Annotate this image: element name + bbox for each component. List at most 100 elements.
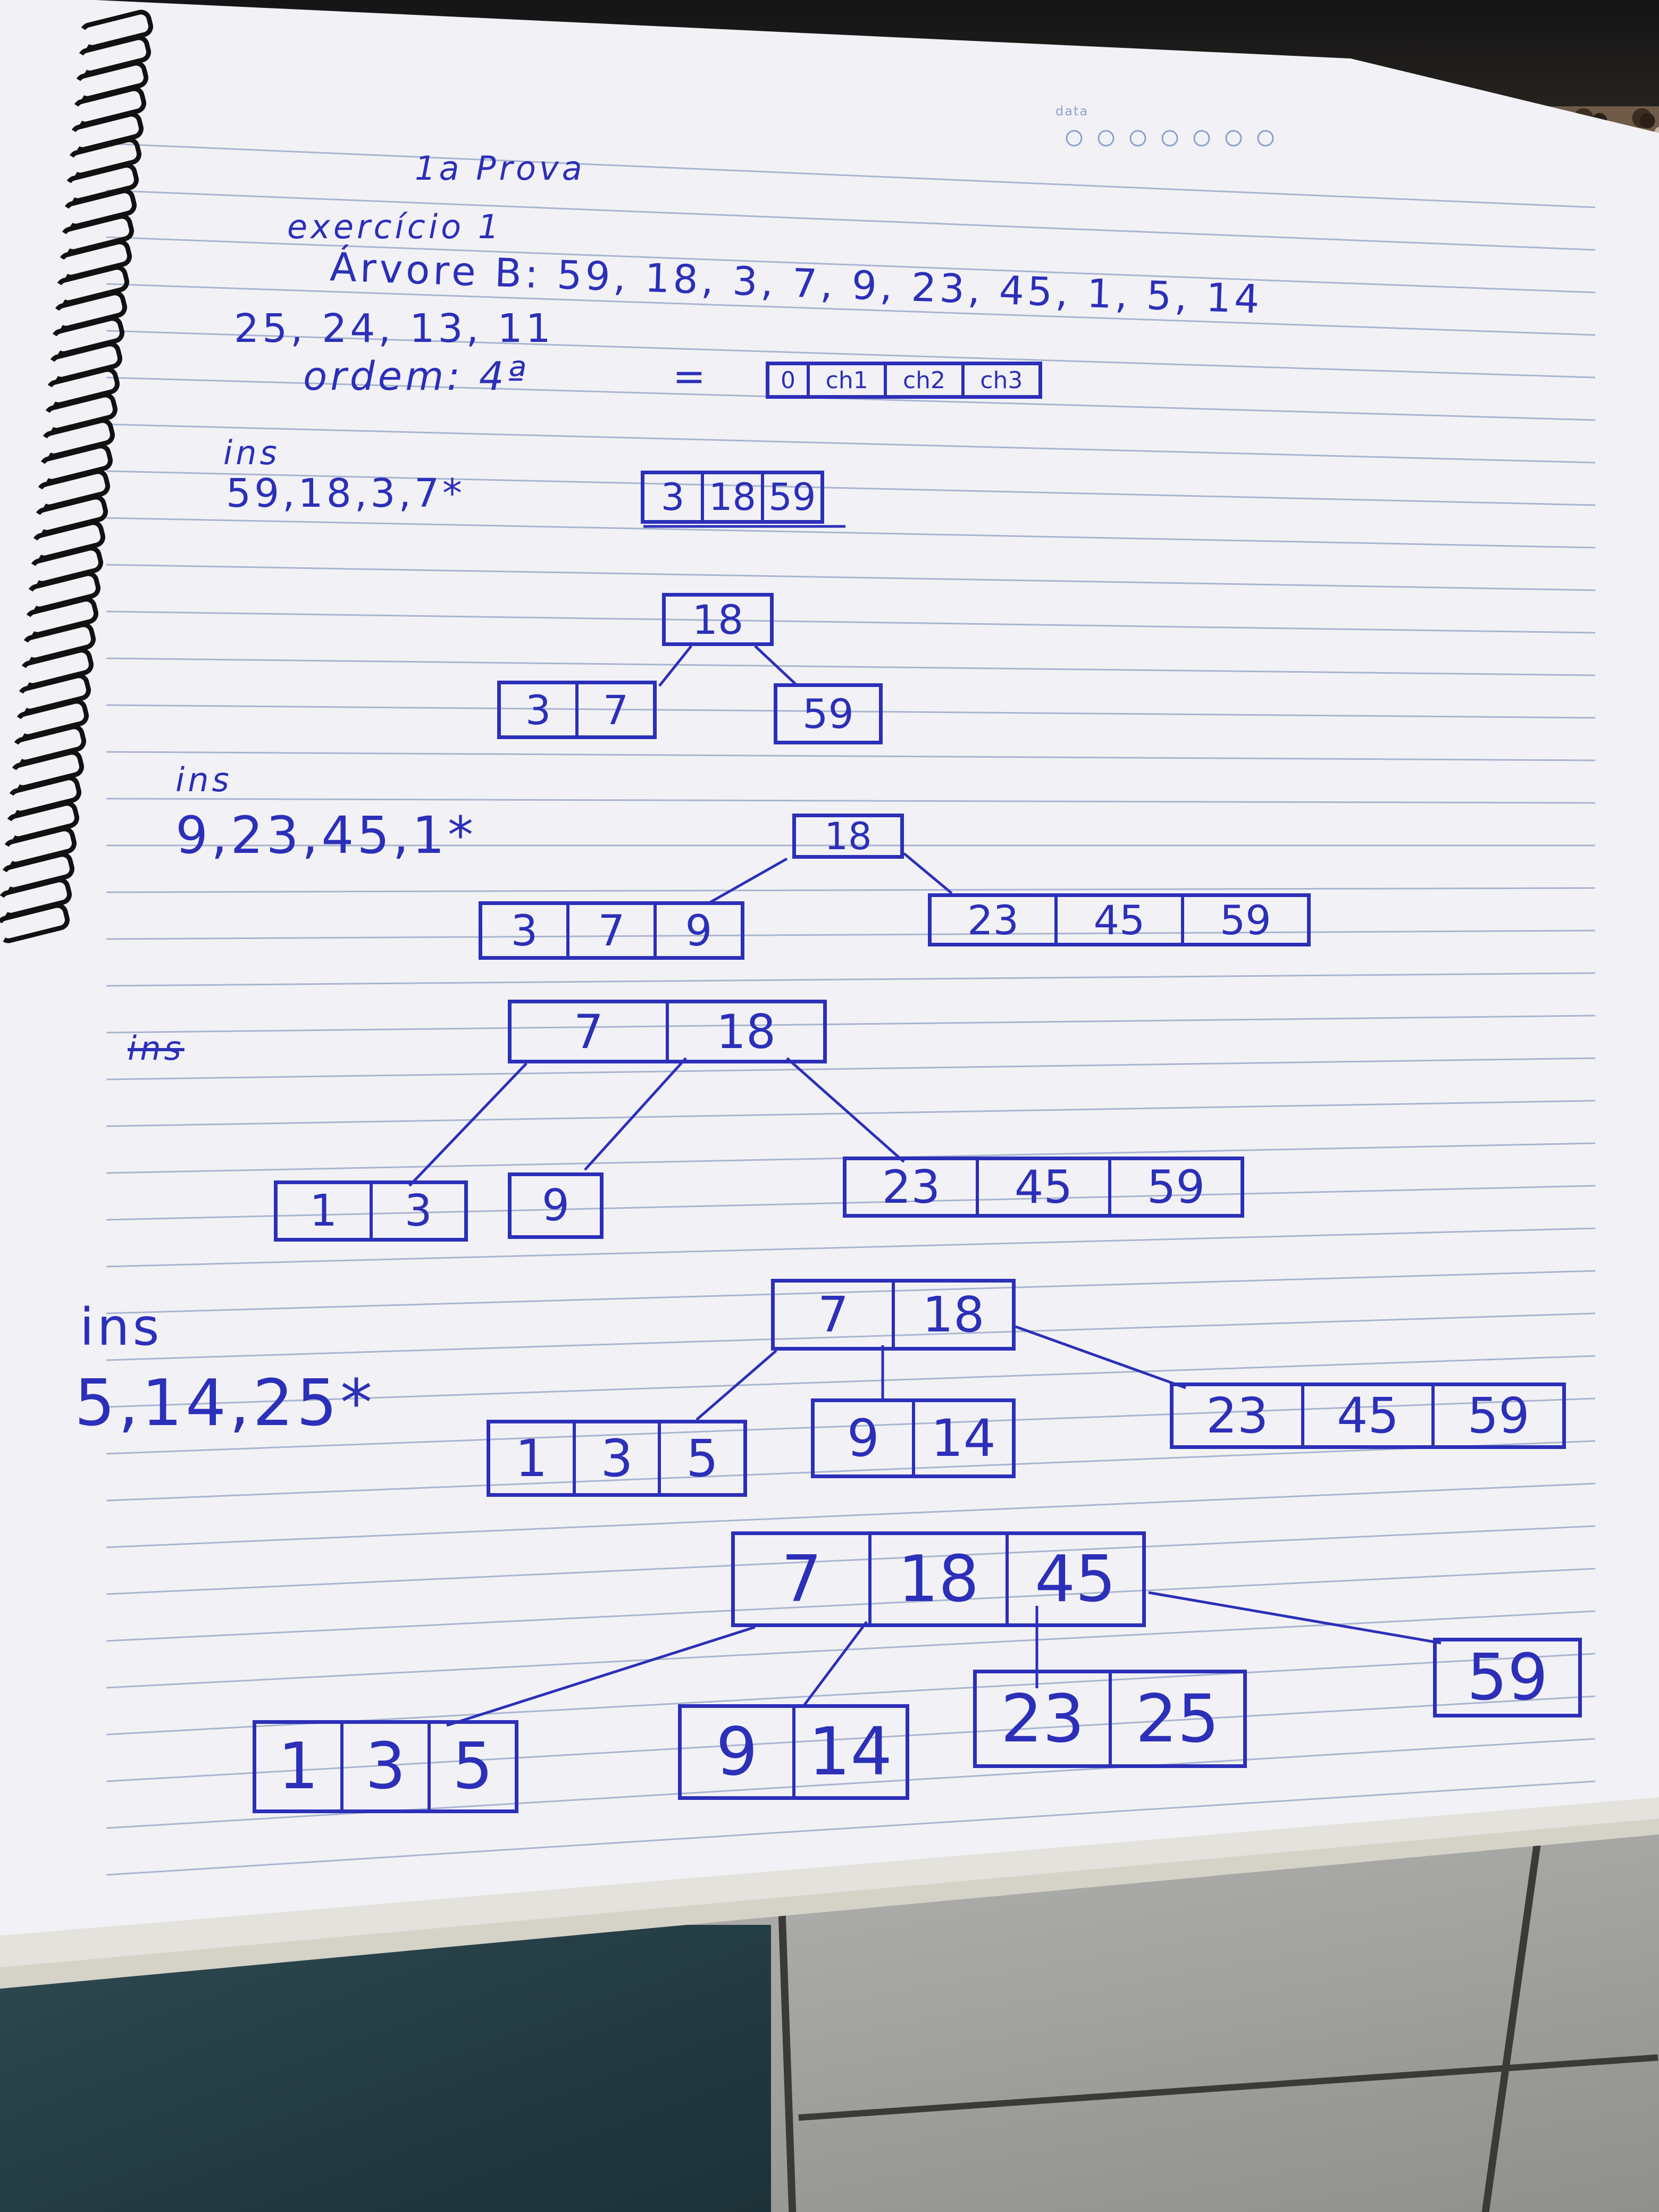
- tree-node: 1 3 5: [253, 1720, 518, 1813]
- ruled-line: [106, 929, 1596, 940]
- crossed-out-label: ins: [128, 1029, 185, 1068]
- insert-label-3: ins: [80, 1297, 163, 1357]
- ruled-line: [106, 657, 1596, 676]
- node-key: 59: [1146, 1160, 1205, 1214]
- ruled-line: [106, 1270, 1596, 1314]
- node-key: 7: [775, 1283, 895, 1347]
- node-key: 23: [977, 1673, 1112, 1764]
- node-key: 23: [847, 1160, 979, 1214]
- insert-label-1: ins: [223, 433, 280, 472]
- ruled-line: [106, 1610, 1596, 1689]
- ruled-line: [106, 1057, 1596, 1080]
- node-key: 3: [501, 684, 579, 735]
- node-key: 59: [1467, 1640, 1548, 1715]
- node-key: 5: [686, 1428, 719, 1488]
- tree-node: 23 45 59: [928, 893, 1311, 946]
- node-key: 3: [644, 474, 705, 520]
- ruled-line: [106, 1312, 1596, 1361]
- ruled-line: [106, 1695, 1596, 1782]
- node-key: 14: [931, 1409, 996, 1468]
- ruled-line: [106, 564, 1596, 591]
- exercise-label: exercício 1: [287, 207, 502, 246]
- node-key: 1: [490, 1423, 576, 1493]
- ruled-line: [106, 330, 1596, 379]
- insert-values-2: 9,23,45,1*: [175, 806, 477, 865]
- node-template-cell: ch3: [980, 366, 1023, 394]
- node-key: 18: [692, 596, 744, 643]
- node-key: 7: [602, 686, 629, 734]
- node-key: 45: [1058, 896, 1184, 944]
- node-key: 9: [541, 1180, 570, 1231]
- tree-node: 23 45 59: [843, 1157, 1244, 1218]
- node-template-cell: ch1: [810, 365, 887, 395]
- ruled-line: [106, 1185, 1596, 1221]
- node-key: 45: [979, 1160, 1111, 1214]
- ruled-line: [106, 283, 1596, 336]
- date-label: data: [1055, 104, 1089, 119]
- tree-node: 23 45 59: [1170, 1382, 1566, 1449]
- ruled-line: [106, 704, 1596, 719]
- node-key: 1: [278, 1184, 373, 1238]
- node-key: 14: [808, 1714, 893, 1790]
- node-key: 9: [682, 1708, 795, 1796]
- ruled-line: [106, 189, 1596, 251]
- node-template-cell: ch2: [887, 365, 965, 395]
- node-key: 3: [576, 1423, 661, 1493]
- ruled-line: [106, 1397, 1596, 1455]
- tree-node: 9: [508, 1172, 604, 1239]
- tree-node: 3 18 59: [641, 471, 824, 524]
- node-key: 18: [922, 1286, 985, 1343]
- tree-node: 9 14: [678, 1704, 909, 1800]
- node-key: 7: [512, 1003, 669, 1060]
- tree-node: 18: [792, 814, 904, 859]
- date-circles: [1066, 130, 1274, 147]
- node-key: 59: [768, 475, 816, 519]
- node-key: 23: [1174, 1386, 1304, 1445]
- ruled-line: [106, 143, 1596, 208]
- ruled-line: [106, 1568, 1596, 1642]
- node-key: 18: [824, 814, 872, 858]
- node-key: 5: [452, 1730, 493, 1804]
- node-key: 9: [815, 1402, 915, 1474]
- tree-node: 23 25: [973, 1670, 1247, 1768]
- node-key: 25: [1135, 1680, 1220, 1757]
- tree-node: 7 18: [508, 1000, 827, 1063]
- ruled-line: [106, 1482, 1596, 1548]
- ruled-line: [106, 1440, 1596, 1502]
- ruled-line: [106, 1015, 1596, 1034]
- tree-node: 18: [662, 593, 774, 646]
- tree-node: 1 3 5: [487, 1420, 747, 1497]
- ruled-line: [106, 423, 1596, 464]
- ruled-line: [106, 517, 1596, 549]
- node-key: 59: [1219, 896, 1271, 944]
- tree-node: 9 14: [811, 1398, 1016, 1478]
- node-key: 3: [343, 1724, 431, 1809]
- ruled-line: [106, 610, 1596, 634]
- tree-node: 1 3: [274, 1180, 468, 1242]
- insert-values-3: 5,14,25*: [74, 1367, 376, 1440]
- tree-node: 7 18: [771, 1279, 1016, 1351]
- equals-sign: =: [673, 354, 709, 399]
- node-key: 59: [1467, 1387, 1530, 1444]
- ruled-line: [106, 1227, 1596, 1268]
- node-key: 23: [932, 896, 1058, 944]
- ruled-line: [106, 1355, 1596, 1408]
- node-key: 7: [569, 905, 657, 956]
- ruled-line: [106, 376, 1596, 421]
- node-key: 18: [872, 1535, 1009, 1623]
- tree-node: 3 7: [497, 681, 657, 739]
- node-key: 45: [1304, 1386, 1435, 1445]
- ruled-line: [106, 751, 1596, 761]
- tree-node: 59: [774, 683, 883, 744]
- ruled-line: [106, 1780, 1596, 1876]
- node-key: 18: [716, 1004, 776, 1059]
- node-key: 45: [1034, 1542, 1116, 1616]
- ruled-line: [106, 470, 1596, 506]
- node-key: 59: [802, 690, 854, 738]
- tree-node-root-final: 7 18 45: [731, 1531, 1146, 1627]
- node-key: 18: [704, 474, 764, 520]
- node-key: 3: [482, 905, 569, 956]
- tree-node: 3 7 9: [479, 901, 744, 960]
